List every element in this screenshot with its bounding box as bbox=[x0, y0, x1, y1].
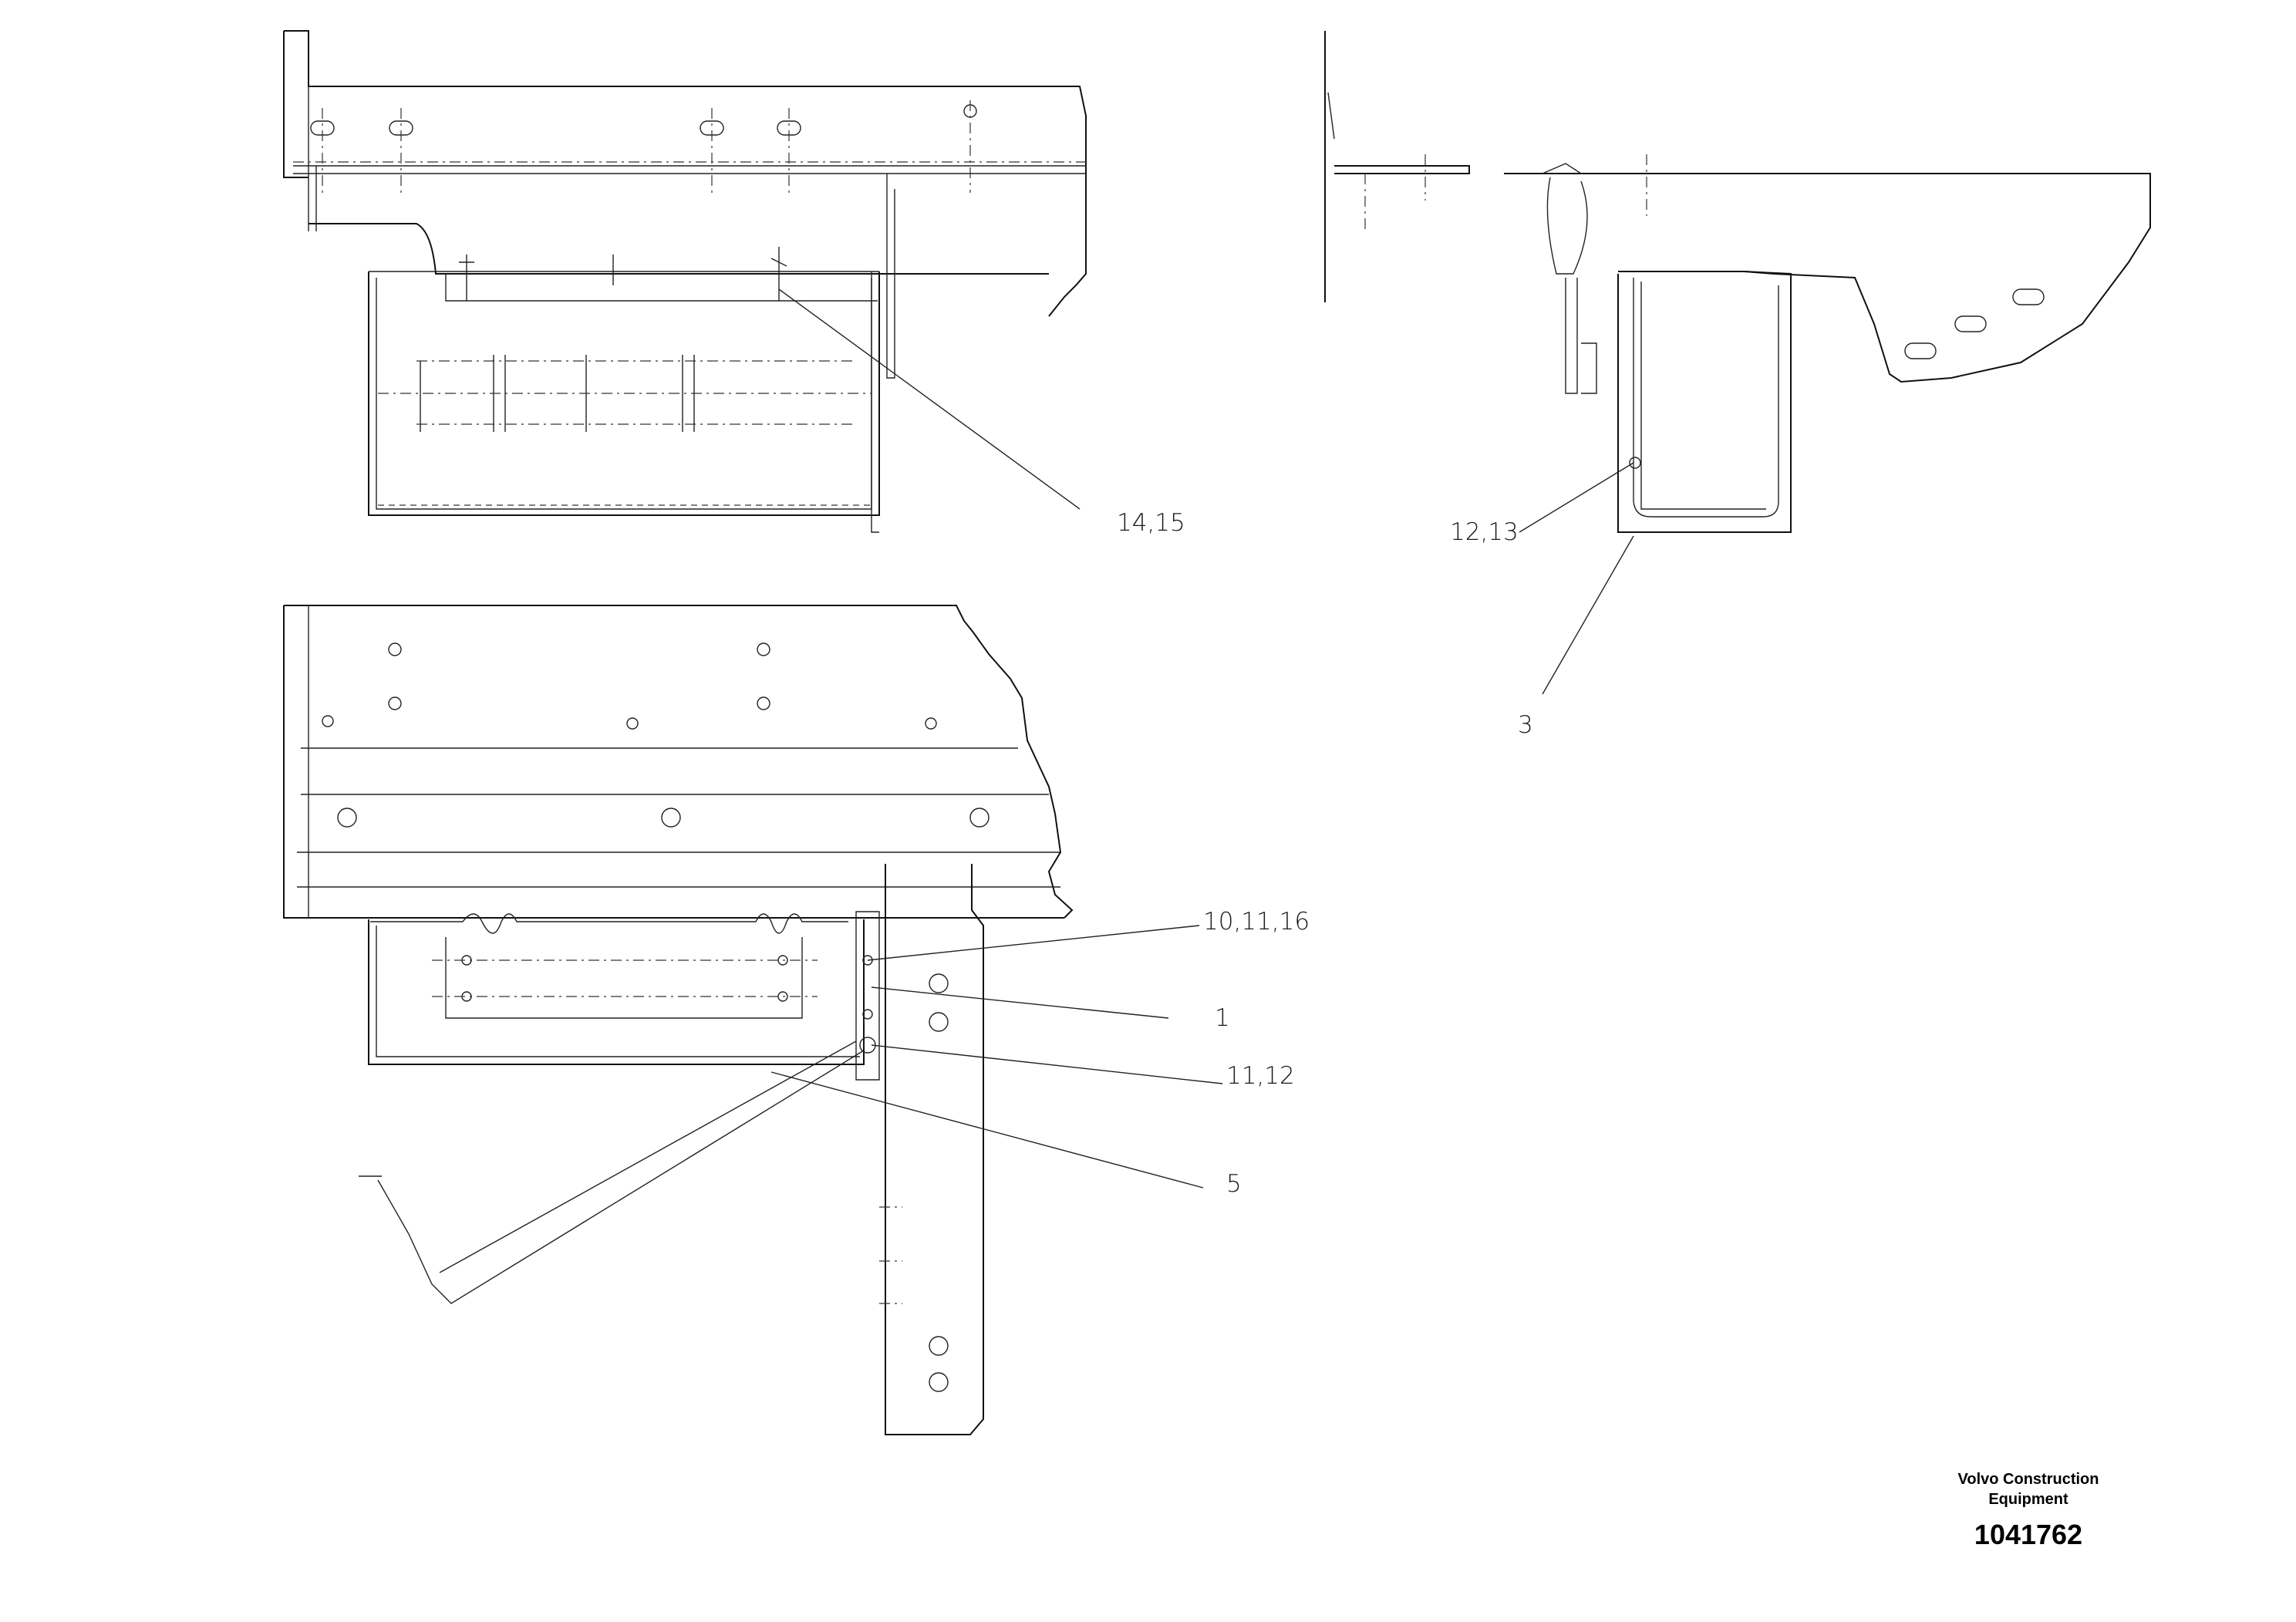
callout-12-13: 12,13 bbox=[1450, 518, 1519, 546]
callout-1: 1 bbox=[1215, 1004, 1230, 1032]
view-top-right: 12,13 3 bbox=[1324, 31, 2151, 739]
callout-10-11-16: 10,11,16 bbox=[1203, 908, 1310, 936]
callout-5: 5 bbox=[1226, 1170, 1242, 1198]
view-bottom: 10,11,16 1 11,12 5 bbox=[283, 605, 1310, 1435]
callout-3: 3 bbox=[1518, 711, 1533, 739]
callout-14-15: 14,15 bbox=[1117, 509, 1185, 537]
document-number: 1041762 bbox=[1974, 1519, 2083, 1550]
title-block: Volvo Construction Equipment 1041762 bbox=[1897, 1469, 2159, 1551]
company-name-line1: Volvo Construction bbox=[1957, 1471, 2099, 1488]
view-top-left: 14,15 bbox=[283, 30, 1185, 537]
callout-11-12: 11,12 bbox=[1226, 1062, 1295, 1090]
company-name-line2: Equipment bbox=[1988, 1491, 2068, 1508]
